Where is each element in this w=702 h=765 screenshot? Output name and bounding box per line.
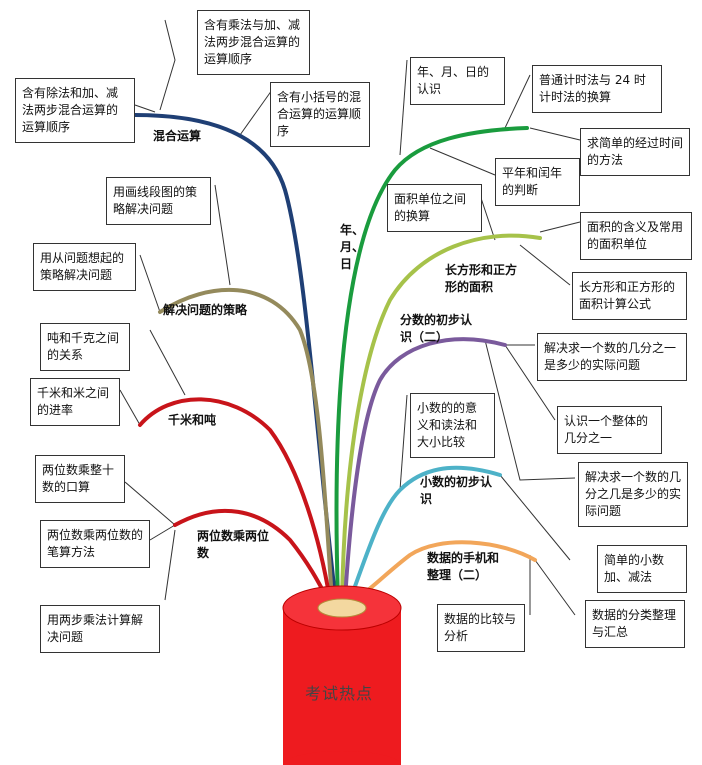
box-dec-add: 简单的小数加、减法: [597, 545, 687, 593]
branch-fraction: [343, 337, 507, 602]
branch-label-multiply: 两位数乘两位数: [197, 529, 270, 560]
connector: [504, 344, 556, 421]
center-cylinder: [282, 585, 402, 765]
connector: [134, 104, 156, 113]
connector: [399, 59, 408, 156]
branch-area: [340, 233, 542, 602]
connector: [504, 74, 531, 129]
branch-time: [334, 126, 529, 602]
connector: [534, 559, 576, 616]
branch-weight: [138, 397, 332, 602]
branch-label-strategy: 解决问题的策略: [163, 303, 248, 317]
connector: [124, 481, 176, 526]
box-frac-a: 解决求一个数的几分之一是多少的实际问题: [537, 333, 687, 381]
box-strat-line: 用画线段图的策略解决问题: [106, 177, 211, 225]
connector: [399, 394, 408, 491]
branch-label-time: 年、月、日: [340, 223, 365, 271]
box-mixed-div: 含有除法和加、减法两步混合运算的运算顺序: [15, 78, 135, 143]
box-area-formula: 长方形和正方形的面积计算公式: [572, 272, 687, 320]
box-time-24: 普通计时法与 24 时计时法的换算: [532, 65, 662, 113]
branch-label-mixed: 混合运算: [153, 129, 202, 143]
connector: [139, 254, 161, 313]
box-frac-c: 解决求一个数的几分之几是多少的实际问题: [578, 462, 688, 527]
box-mul-oral: 两位数乘整十数的口算: [35, 455, 125, 503]
connector: [529, 127, 581, 141]
box-time-elapsed: 求简单的经过时间的方法: [580, 128, 690, 176]
center-label: 考试热点: [305, 684, 374, 703]
connector: [499, 474, 571, 561]
connector: [119, 389, 141, 426]
box-mul-two: 用两步乘法计算解决问题: [40, 605, 160, 653]
box-frac-b: 认识一个整体的几分之一: [557, 406, 662, 454]
box-time-ymd: 年、月、日的认识: [410, 57, 505, 105]
connector: [149, 329, 186, 396]
box-area-meaning: 面积的含义及常用的面积单位: [580, 212, 692, 260]
connector: [159, 19, 176, 111]
box-weight-t: 吨和千克之间的关系: [40, 323, 130, 371]
box-area-convert: 面积单位之间的换算: [387, 184, 482, 232]
box-strat-back: 用从问题想起的策略解决问题: [33, 243, 136, 291]
connector: [539, 221, 581, 233]
box-mixed-paren: 含有小括号的混合运算的运算顺序: [270, 82, 370, 147]
branch-data: [353, 540, 537, 602]
connector: [239, 89, 273, 136]
connector: [214, 184, 231, 286]
box-weight-km: 千米和米之间的进率: [30, 378, 120, 426]
connector: [149, 524, 176, 541]
branch-label-area: 长方形和正方形的面积: [445, 263, 518, 294]
branch-multiply: [173, 508, 330, 602]
box-dec-meaning: 小数的的意义和读法和大小比较: [410, 393, 495, 458]
box-time-leap: 平年和闰年的判断: [495, 158, 580, 206]
connector: [484, 339, 576, 481]
box-mixed-mul: 含有乘法与加、减法两步混合运算的运算顺序: [197, 10, 310, 75]
branch-strategy: [158, 287, 334, 602]
branch-label-weight: 千米和吨: [168, 413, 217, 427]
branch-label-data: 数据的手机和整理（二）: [427, 551, 500, 582]
branch-label-decimal: 小数的初步认识: [420, 475, 493, 506]
box-data-sort: 数据的分类整理与汇总: [585, 600, 685, 648]
connector: [164, 529, 176, 601]
branch-decimal: [348, 465, 502, 602]
connector: [429, 147, 496, 176]
connector: [479, 194, 496, 241]
box-data-compare: 数据的比较与分析: [437, 604, 525, 652]
connector: [519, 244, 571, 286]
branch-label-fraction: 分数的初步认识（二）: [400, 313, 473, 344]
box-mul-written: 两位数乘两位数的笔算方法: [40, 520, 150, 568]
